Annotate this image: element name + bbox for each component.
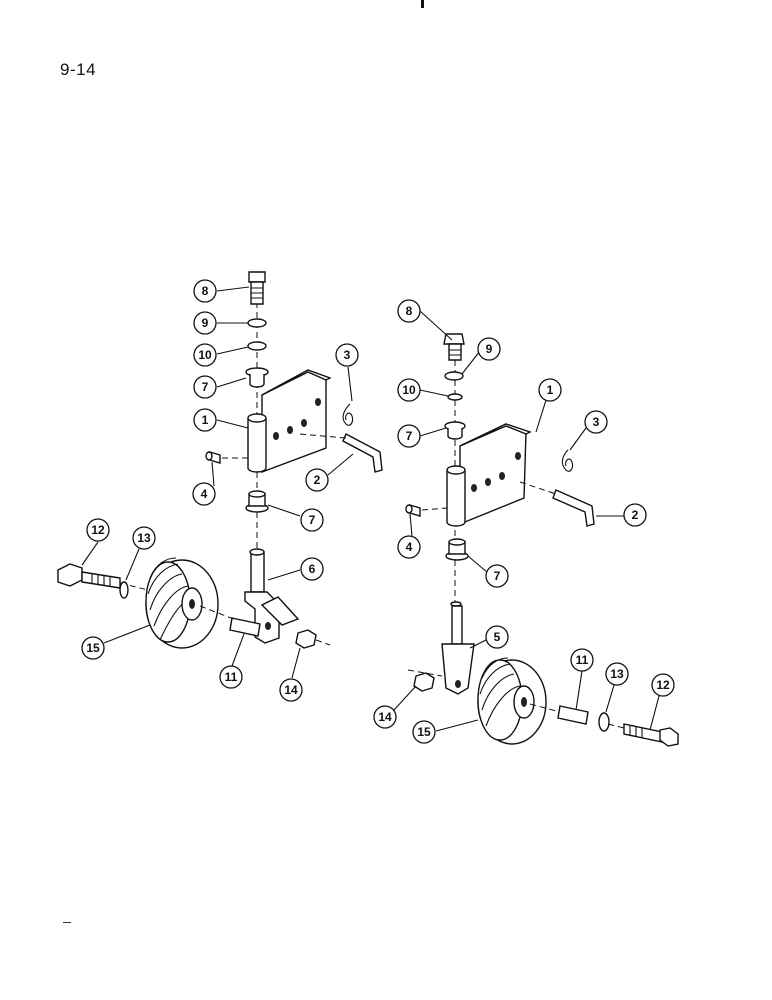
right-axle-washer bbox=[598, 712, 610, 732]
left-wheel bbox=[145, 557, 219, 649]
right-upper-bushing bbox=[444, 421, 466, 440]
svg-text:5: 5 bbox=[494, 630, 501, 644]
left-callouts: 8 9 10 7 1 3 2 4 7 6 12 13 15 11 14 bbox=[81, 279, 359, 702]
callout-left-9: 9 bbox=[193, 311, 217, 335]
right-bolt bbox=[443, 333, 465, 361]
left-bolt bbox=[248, 271, 266, 305]
left-nut bbox=[295, 629, 317, 649]
svg-text:14: 14 bbox=[284, 683, 298, 697]
right-lower-bushing bbox=[445, 538, 469, 561]
right-flat-washer bbox=[447, 393, 463, 401]
svg-text:12: 12 bbox=[656, 678, 670, 692]
callout-right-8: 8 bbox=[397, 299, 421, 323]
left-upper-bushing bbox=[245, 367, 269, 388]
svg-text:13: 13 bbox=[610, 667, 624, 681]
left-axle-bolt bbox=[57, 563, 121, 589]
left-lower-bushing bbox=[245, 490, 269, 513]
svg-text:11: 11 bbox=[576, 653, 589, 667]
svg-text:8: 8 bbox=[406, 304, 413, 318]
left-axle-washer bbox=[119, 581, 129, 599]
callout-right-5: 5 bbox=[485, 625, 509, 649]
svg-text:7: 7 bbox=[309, 513, 316, 527]
svg-text:8: 8 bbox=[202, 284, 209, 298]
svg-text:13: 13 bbox=[137, 531, 151, 545]
callout-left-8: 8 bbox=[193, 279, 217, 303]
left-bracket bbox=[247, 369, 332, 474]
svg-text:14: 14 bbox=[378, 710, 392, 724]
callout-right-9: 9 bbox=[477, 337, 501, 361]
left-axle-sleeve bbox=[229, 617, 261, 637]
top-edge-mark bbox=[421, 0, 424, 8]
svg-text:10: 10 bbox=[402, 383, 416, 397]
svg-text:7: 7 bbox=[202, 380, 209, 394]
callout-right-12: 12 bbox=[651, 673, 675, 697]
callout-left-11: 11 bbox=[219, 665, 243, 689]
svg-text:4: 4 bbox=[201, 487, 208, 501]
callout-left-7a: 7 bbox=[193, 375, 217, 399]
callout-right-14: 14 bbox=[373, 705, 397, 729]
right-hair-pin bbox=[561, 449, 574, 472]
svg-text:6: 6 bbox=[309, 562, 316, 576]
left-assembly bbox=[57, 271, 383, 679]
left-flat-washer bbox=[247, 341, 267, 351]
left-pin-dash bbox=[299, 433, 347, 439]
left-caster-spindle bbox=[244, 548, 300, 644]
callout-right-7a: 7 bbox=[397, 424, 421, 448]
callout-right-2: 2 bbox=[623, 503, 647, 527]
svg-text:9: 9 bbox=[202, 316, 209, 330]
left-hair-pin bbox=[342, 403, 354, 426]
right-axle-bolt bbox=[623, 723, 679, 747]
callout-right-15: 15 bbox=[412, 720, 436, 744]
right-assembly bbox=[393, 310, 679, 747]
callout-right-10: 10 bbox=[397, 378, 421, 402]
left-grease-fitting bbox=[205, 451, 221, 464]
callout-right-1: 1 bbox=[538, 378, 562, 402]
page-number: 9-14 bbox=[60, 60, 97, 79]
svg-text:12: 12 bbox=[91, 523, 105, 537]
callout-left-4: 4 bbox=[192, 482, 216, 506]
callout-left-14: 14 bbox=[279, 678, 303, 702]
right-caster-spindle bbox=[441, 601, 475, 695]
right-nut bbox=[413, 672, 435, 692]
callout-right-13: 13 bbox=[605, 662, 629, 686]
callout-left-15: 15 bbox=[81, 636, 105, 660]
right-bracket bbox=[446, 423, 532, 527]
right-wheel bbox=[477, 657, 547, 745]
callout-right-7b: 7 bbox=[485, 564, 509, 588]
svg-text:2: 2 bbox=[314, 473, 321, 487]
right-lock-washer bbox=[444, 371, 464, 381]
svg-text:11: 11 bbox=[225, 670, 238, 684]
left-lock-washer bbox=[247, 318, 267, 328]
right-axle-sleeve bbox=[557, 705, 589, 725]
svg-text:15: 15 bbox=[417, 725, 431, 739]
svg-text:10: 10 bbox=[198, 348, 212, 362]
svg-text:1: 1 bbox=[547, 383, 554, 397]
footer-mark bbox=[63, 922, 71, 923]
callout-left-13: 13 bbox=[132, 526, 156, 550]
svg-text:3: 3 bbox=[344, 348, 351, 362]
callout-left-6: 6 bbox=[300, 557, 324, 581]
svg-text:2: 2 bbox=[632, 508, 639, 522]
svg-text:7: 7 bbox=[406, 429, 413, 443]
callout-right-3: 3 bbox=[584, 410, 608, 434]
svg-text:9: 9 bbox=[486, 342, 493, 356]
callout-left-3: 3 bbox=[335, 343, 359, 367]
svg-text:3: 3 bbox=[593, 415, 600, 429]
callout-left-12: 12 bbox=[86, 518, 110, 542]
right-grease-fitting bbox=[405, 504, 421, 517]
callout-left-1: 1 bbox=[193, 408, 217, 432]
callout-right-11: 11 bbox=[570, 648, 594, 672]
callout-left-7b: 7 bbox=[300, 508, 324, 532]
svg-text:4: 4 bbox=[406, 540, 413, 554]
right-pin bbox=[552, 489, 595, 527]
svg-text:15: 15 bbox=[86, 641, 100, 655]
callout-left-10: 10 bbox=[193, 343, 217, 367]
callout-left-2: 2 bbox=[305, 468, 329, 492]
svg-text:1: 1 bbox=[202, 413, 209, 427]
right-callouts: 8 9 10 7 1 3 4 2 7 5 11 13 12 14 15 bbox=[373, 299, 675, 744]
callout-right-4: 4 bbox=[397, 535, 421, 559]
svg-text:7: 7 bbox=[494, 569, 501, 583]
left-pin bbox=[342, 433, 383, 473]
